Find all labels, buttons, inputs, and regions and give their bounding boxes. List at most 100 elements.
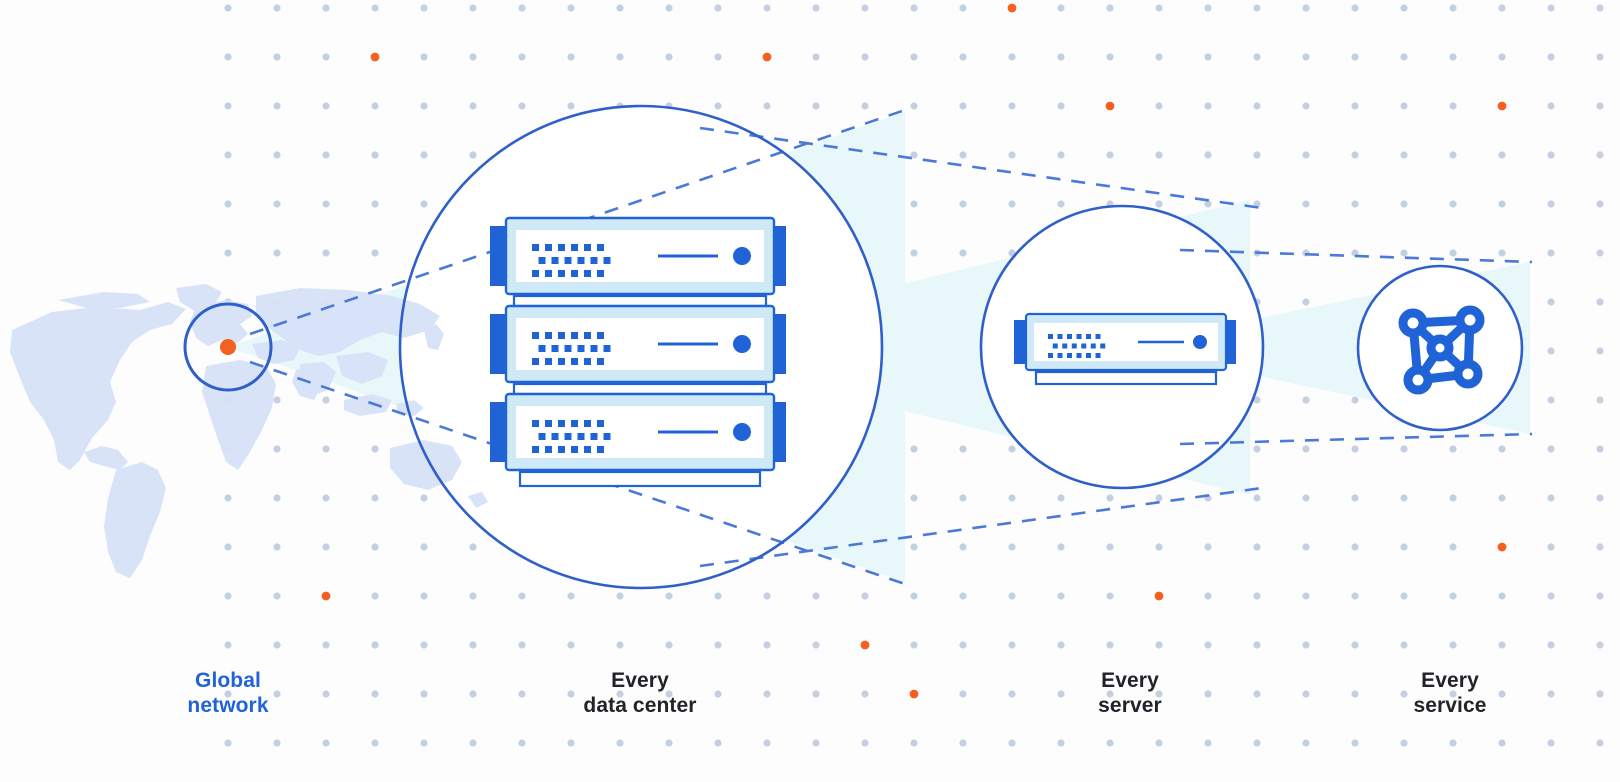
grid-dot xyxy=(1302,494,1310,502)
grid-dot xyxy=(273,543,281,551)
grid-dot xyxy=(959,739,967,747)
grid-dot xyxy=(1449,641,1457,649)
grid-dot xyxy=(1449,445,1457,453)
grid-dot xyxy=(1057,151,1065,159)
grid-dot xyxy=(1596,53,1604,61)
circle-outline-server xyxy=(979,204,1265,490)
grid-dot xyxy=(763,592,771,600)
server-led xyxy=(558,244,565,251)
grid-dot xyxy=(1302,298,1310,306)
server-led xyxy=(1048,334,1053,339)
grid-dot xyxy=(1204,151,1212,159)
grid-dot xyxy=(959,249,967,257)
server-led xyxy=(597,446,604,453)
grid-dot xyxy=(861,739,869,747)
grid-dot xyxy=(910,543,918,551)
grid-dot xyxy=(1302,151,1310,159)
grid-dot xyxy=(1155,102,1163,110)
grid-dot xyxy=(469,102,477,110)
grid-dot xyxy=(322,249,330,257)
grid-dot xyxy=(469,690,477,698)
grid-dot xyxy=(224,494,232,502)
grid-dot xyxy=(910,249,918,257)
grid-dot xyxy=(1498,494,1506,502)
grid-dot xyxy=(518,4,526,12)
grid-dot xyxy=(665,641,673,649)
server-led xyxy=(532,332,539,339)
rack-unit-panel xyxy=(516,406,764,458)
grid-dot xyxy=(1204,739,1212,747)
grid-dot xyxy=(1155,641,1163,649)
grid-dot xyxy=(1253,543,1261,551)
grid-dot xyxy=(224,249,232,257)
grid-dot xyxy=(518,690,526,698)
server-led xyxy=(551,257,559,264)
grid-dot xyxy=(322,494,330,502)
grid-dot xyxy=(714,53,722,61)
grid-dot xyxy=(322,445,330,453)
grid-dot xyxy=(1155,200,1163,208)
dashed-line-global-top xyxy=(249,108,906,336)
graph-node-top-left xyxy=(1398,308,1428,338)
grid-dot xyxy=(1400,200,1408,208)
grid-dot xyxy=(1106,151,1114,159)
grid-dot xyxy=(1057,4,1065,12)
grid-dot xyxy=(1106,53,1114,61)
grid-dot xyxy=(518,592,526,600)
grid-dot xyxy=(1106,4,1114,12)
server-led xyxy=(558,446,565,453)
server-led xyxy=(584,270,591,277)
grid-dot xyxy=(224,641,232,649)
grid-dot xyxy=(714,739,722,747)
grid-dot xyxy=(1547,690,1555,698)
rack-unit-status-dot xyxy=(733,247,751,265)
grid-dot xyxy=(420,53,428,61)
grid-dot xyxy=(1596,690,1604,698)
server-led xyxy=(1071,343,1077,349)
grid-dot xyxy=(371,445,379,453)
grid-dot xyxy=(1351,494,1359,502)
grid-dot xyxy=(1057,53,1065,61)
grid-dot xyxy=(812,102,820,110)
grid-dot xyxy=(1106,739,1114,747)
grid-dot xyxy=(1008,690,1016,698)
server-led xyxy=(564,433,572,440)
grid-dot xyxy=(1057,641,1065,649)
grid-dot xyxy=(420,739,428,747)
grid-dot xyxy=(763,739,771,747)
server-led xyxy=(1090,343,1096,349)
grid-dot xyxy=(1596,445,1604,453)
grid-dot xyxy=(910,4,918,12)
grid-dot-highlight xyxy=(1105,101,1115,111)
grid-dot xyxy=(910,494,918,502)
grid-dot xyxy=(273,445,281,453)
grid-dot xyxy=(1302,739,1310,747)
grid-dot xyxy=(910,739,918,747)
grid-dot xyxy=(1351,445,1359,453)
server-base-shelf xyxy=(1034,370,1218,386)
server-led xyxy=(584,358,591,365)
server-led xyxy=(577,433,585,440)
server-led xyxy=(545,446,552,453)
rack-unit-panel xyxy=(516,230,764,282)
grid-dot xyxy=(518,102,526,110)
grid-dot xyxy=(273,200,281,208)
server-led xyxy=(577,257,585,264)
server-led xyxy=(1100,343,1106,349)
server-led xyxy=(558,332,565,339)
grid-dot xyxy=(1106,592,1114,600)
server-unit-status-dot xyxy=(1193,335,1207,349)
grid-dot xyxy=(1302,4,1310,12)
grid-dot xyxy=(616,690,624,698)
grid-dot xyxy=(1596,396,1604,404)
server-led xyxy=(551,433,559,440)
grid-dot xyxy=(1400,4,1408,12)
grid-dot xyxy=(1596,543,1604,551)
server-led xyxy=(1081,343,1087,349)
grid-dot xyxy=(224,102,232,110)
grid-dot xyxy=(1057,494,1065,502)
server-led xyxy=(1086,353,1091,358)
grid-dot xyxy=(420,4,428,12)
